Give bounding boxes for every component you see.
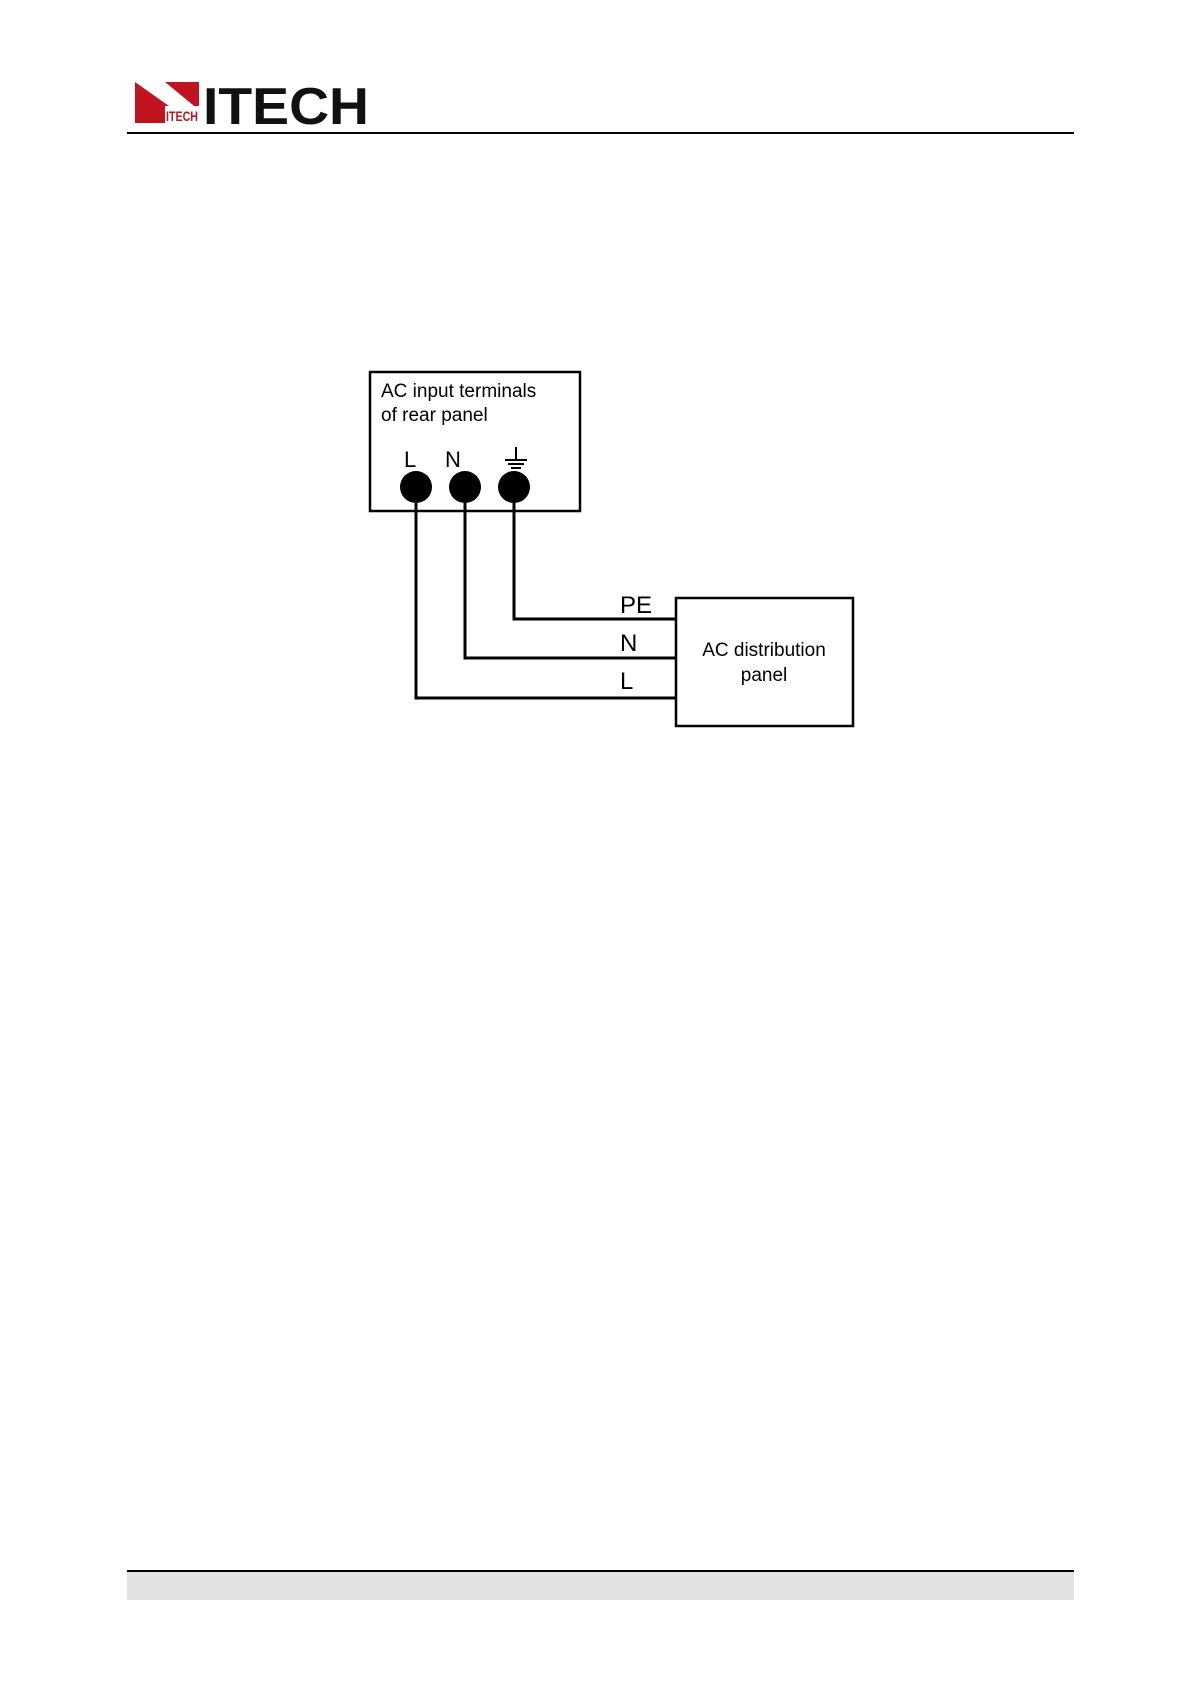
terminal-n (449, 471, 481, 503)
terminal-label-l: L (404, 447, 416, 472)
wire-label-n: N (620, 630, 637, 657)
wire-label-l: L (620, 668, 633, 695)
distribution-panel-label-line2: panel (741, 665, 788, 686)
wire-n (465, 503, 676, 658)
distribution-panel-box (676, 598, 853, 726)
terminal-l (400, 471, 432, 503)
wire-label-pe: PE (620, 592, 652, 619)
distribution-panel-label-line1: AC distribution (702, 640, 826, 661)
terminal-label-n: N (445, 447, 461, 472)
rear-panel-label-line2: of rear panel (381, 405, 488, 426)
terminal-ground (498, 471, 530, 503)
footer-band (127, 1572, 1074, 1600)
rear-panel-label-line1: AC input terminals (381, 381, 536, 402)
ground-icon (505, 447, 527, 468)
